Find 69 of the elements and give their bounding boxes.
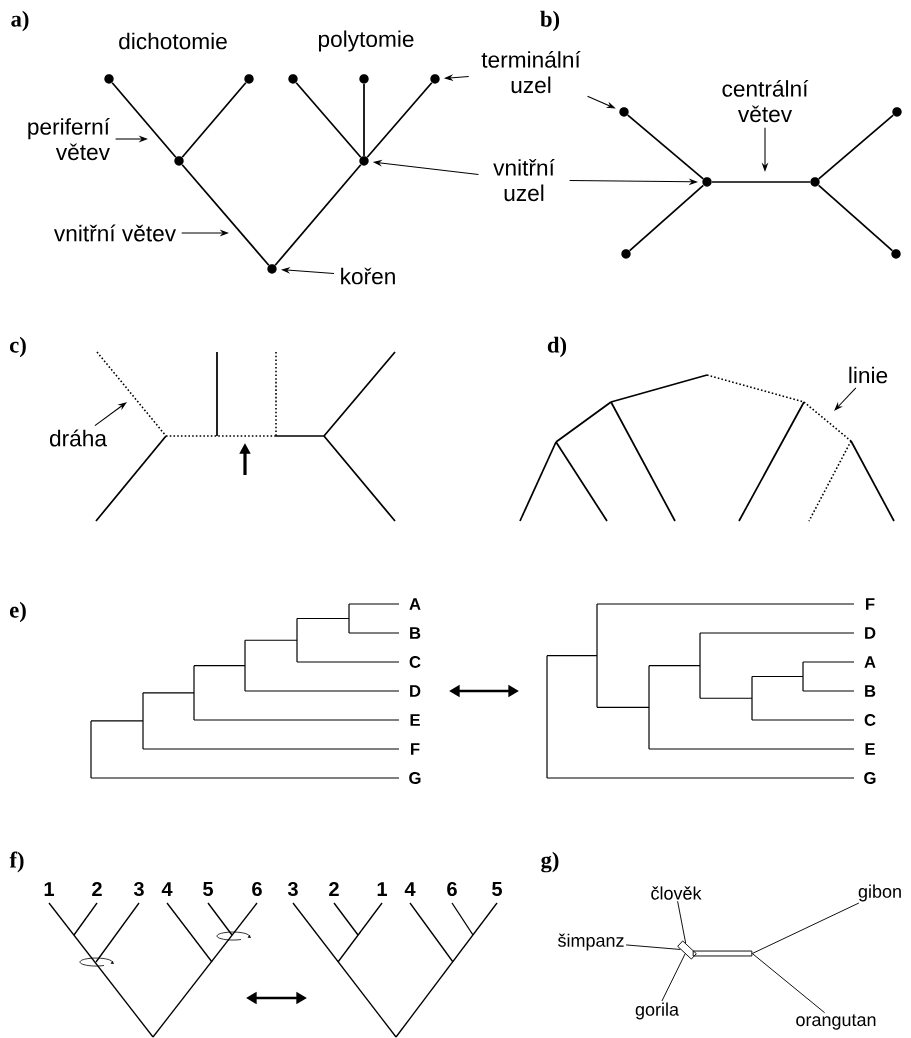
leaf-label: F bbox=[866, 598, 875, 610]
leader-arrow bbox=[834, 387, 857, 411]
callout-label: vnitřní větev bbox=[54, 224, 176, 242]
leaf-number: 3 bbox=[287, 881, 298, 897]
leaf-label: G bbox=[864, 772, 876, 784]
leaf-label: G bbox=[409, 772, 421, 784]
branch-line bbox=[181, 163, 270, 267]
branch-line bbox=[295, 81, 362, 159]
leaf-number: 6 bbox=[447, 881, 457, 897]
leaf-label: F bbox=[411, 743, 420, 755]
branch-line bbox=[628, 184, 705, 252]
split-box bbox=[677, 940, 697, 960]
tree-label: dichotomie bbox=[119, 32, 227, 50]
taxon-label: orangutan bbox=[796, 1014, 876, 1030]
leaf-label: B bbox=[865, 685, 876, 697]
callout-label: terminální uzel bbox=[481, 50, 581, 94]
branch-line bbox=[626, 114, 705, 180]
panel-letter: d) bbox=[547, 336, 567, 358]
leaf-number: 3 bbox=[133, 881, 144, 897]
panel-letter: g) bbox=[541, 851, 559, 873]
callout-label: periferní větev bbox=[28, 117, 110, 161]
branch-line bbox=[366, 81, 433, 159]
panel-letter: b) bbox=[540, 10, 560, 32]
taxon-label: gorila bbox=[635, 1002, 679, 1020]
leaf-number: 4 bbox=[404, 882, 416, 896]
leaf-number: 5 bbox=[203, 882, 213, 896]
leaf-number: 1 bbox=[377, 882, 387, 896]
branch-line bbox=[181, 81, 247, 159]
tree-label: polytomie bbox=[318, 30, 414, 52]
leaf-number: 2 bbox=[329, 882, 339, 896]
branch-line bbox=[661, 953, 686, 1002]
leaf-label: C bbox=[409, 656, 421, 668]
callout-label: dráha bbox=[50, 429, 107, 447]
leaf-label: E bbox=[865, 743, 875, 755]
leaf-label: D bbox=[410, 685, 421, 697]
leaf-number: 5 bbox=[492, 882, 502, 896]
branch-line bbox=[363, 83, 365, 157]
branch-line bbox=[751, 953, 826, 1014]
leaf-number: 4 bbox=[161, 882, 173, 896]
panel-letter: a) bbox=[11, 10, 29, 32]
callout-label: linie bbox=[849, 366, 888, 384]
taxon-label: gibon bbox=[858, 884, 901, 902]
split-bar bbox=[692, 950, 753, 957]
panel-letter: f) bbox=[9, 851, 24, 873]
leaf-number: 2 bbox=[92, 882, 102, 896]
branch-line bbox=[711, 181, 811, 183]
callout-label: centrální větev bbox=[722, 79, 809, 123]
branch-line bbox=[817, 114, 895, 180]
leaf-label: A bbox=[409, 598, 421, 610]
leaf-number: 6 bbox=[252, 881, 262, 897]
leaf-number: 1 bbox=[44, 882, 54, 896]
taxon-label: šimpanz bbox=[558, 933, 624, 951]
panel-letter: c) bbox=[9, 336, 26, 358]
branch-line bbox=[817, 184, 894, 252]
branch-line bbox=[677, 900, 687, 944]
branch-line bbox=[625, 944, 681, 950]
taxon-label: člověk bbox=[651, 886, 702, 900]
leaf-label: D bbox=[865, 627, 876, 639]
leader-arrow bbox=[94, 402, 127, 427]
branch-line bbox=[274, 163, 362, 267]
panel-letter: e) bbox=[9, 601, 26, 623]
branch-line bbox=[751, 902, 860, 954]
callout-label: kořen bbox=[341, 267, 395, 285]
callout-label: vnitřní uzel bbox=[493, 158, 555, 202]
leaf-label: C bbox=[864, 714, 876, 726]
branch-line bbox=[111, 81, 177, 159]
leaf-label: E bbox=[410, 714, 420, 726]
leaf-label: A bbox=[864, 656, 876, 668]
leaf-label: B bbox=[410, 627, 421, 639]
